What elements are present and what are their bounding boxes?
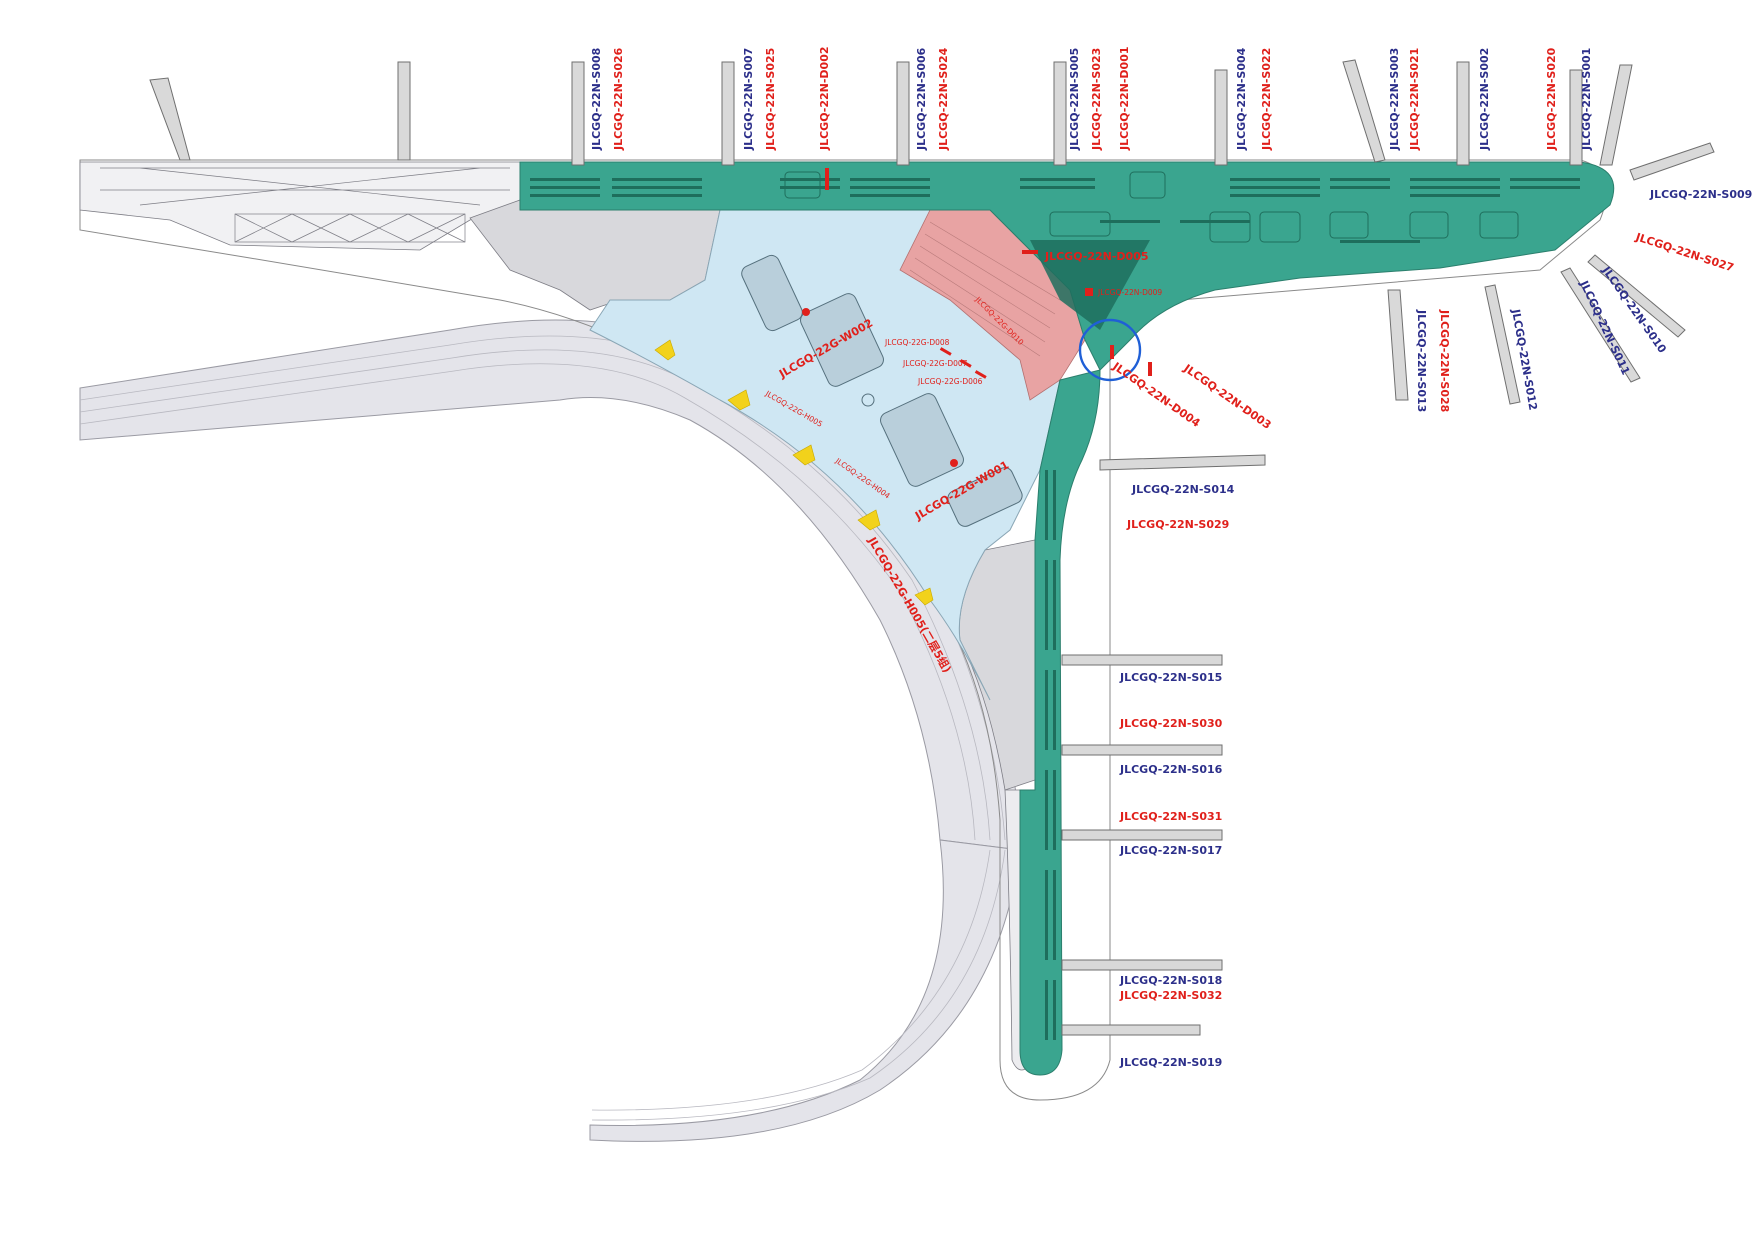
gate-label-s032: JLCGQ-22N-S032 bbox=[1119, 989, 1222, 1002]
entrance-arrow bbox=[654, 339, 676, 361]
gate-label-s025: JLCGQ-22N-S025 bbox=[764, 48, 777, 151]
north-gate-labels: JLCGQ-22N-S008 JLCGQ-22N-S026 JLCGQ-22N-… bbox=[590, 47, 1593, 152]
gate-label-s003: JLCGQ-22N-S003 bbox=[1388, 48, 1401, 151]
entrance-arrow bbox=[857, 509, 881, 531]
door-label-d005: JLCGQ-22N-D005 bbox=[1044, 250, 1149, 263]
hall-column bbox=[861, 393, 875, 407]
gate-label-s004: JLCGQ-22N-S004 bbox=[1235, 47, 1248, 151]
gate-label-s002: JLCGQ-22N-S002 bbox=[1478, 48, 1491, 151]
gate-label-s026: JLCGQ-22N-S026 bbox=[612, 47, 625, 151]
gate-label-s006: JLCGQ-22N-S006 bbox=[915, 47, 928, 151]
west-bridge-trusses bbox=[100, 167, 510, 243]
gate-label-d001: JLCGQ-22N-D001 bbox=[1118, 47, 1131, 152]
road-lanes bbox=[79, 335, 1006, 1121]
gate-label-s001: JLCGQ-22N-S001 bbox=[1580, 48, 1593, 151]
south-concourse bbox=[1019, 369, 1101, 1076]
pink-zone-ribs bbox=[909, 221, 1061, 357]
south-gate-labels: JLCGQ-22N-S014 JLCGQ-22N-S029 JLCGQ-22N-… bbox=[1119, 483, 1235, 1069]
gate-label-s014: JLCGQ-22N-S014 bbox=[1131, 483, 1235, 496]
gate-label-s027: JLCGQ-22N-S027 bbox=[1633, 230, 1735, 274]
door-label-d006: JLCGQ-22G-D006 bbox=[917, 377, 983, 386]
landside-road-lower bbox=[589, 839, 1021, 1142]
door-label-d008: JLCGQ-22G-D008 bbox=[884, 338, 950, 347]
gate-label-s009: JLCGQ-22N-S009 bbox=[1649, 188, 1752, 201]
south-seating bbox=[1045, 470, 1056, 1040]
gate-label-s022: JLCGQ-22N-S022 bbox=[1260, 48, 1273, 151]
junction-dark-zone bbox=[1030, 240, 1150, 330]
gate-label-s019: JLCGQ-22N-S019 bbox=[1119, 1056, 1222, 1069]
gate-label-s024: JLCGQ-22N-S024 bbox=[937, 47, 950, 151]
gate-label-s013: JLCGQ-22N-S013 bbox=[1415, 309, 1428, 412]
door-label-d009: JLCGQ-22N-D009 bbox=[1097, 288, 1162, 297]
gate-label-s020: JLCGQ-22N-S020 bbox=[1545, 47, 1558, 151]
gate-label-s023: JLCGQ-22N-S023 bbox=[1090, 48, 1103, 151]
gate-label-d002: JLCGQ-22N-D002 bbox=[818, 47, 831, 152]
north-kiosks bbox=[784, 171, 1519, 243]
gate-label-s007: JLCGQ-22N-S007 bbox=[742, 48, 755, 151]
entrance-arrow bbox=[914, 587, 934, 606]
gate-label-s005: JLCGQ-22N-S005 bbox=[1068, 48, 1081, 151]
entrance-arrows bbox=[654, 339, 934, 606]
red-door-markers bbox=[802, 168, 1152, 467]
door-label-d007: JLCGQ-22G-D007 bbox=[902, 359, 968, 368]
gate-label-s018: JLCGQ-22N-S018 bbox=[1119, 974, 1222, 987]
gate-label-s017: JLCGQ-22N-S017 bbox=[1119, 844, 1222, 857]
gate-label-s021: JLCGQ-22N-S021 bbox=[1408, 48, 1421, 151]
south-jet-bridges bbox=[1061, 454, 1266, 1036]
location-marker-ring bbox=[1078, 318, 1142, 382]
gate-label-s030: JLCGQ-22N-S030 bbox=[1119, 717, 1223, 730]
entrance-arrow bbox=[792, 444, 816, 466]
east-jet-bridges bbox=[1387, 142, 1715, 405]
gate-label-s015: JLCGQ-22N-S015 bbox=[1119, 671, 1222, 684]
gate-label-s016: JLCGQ-22N-S016 bbox=[1119, 763, 1223, 776]
hall-kiosks bbox=[741, 254, 1023, 527]
gate-label-s008: JLCGQ-22N-S008 bbox=[590, 48, 603, 151]
gate-label-s029: JLCGQ-22N-S029 bbox=[1126, 518, 1229, 531]
gate-label-s028: JLCGQ-22N-S028 bbox=[1438, 309, 1451, 412]
north-jet-bridges bbox=[149, 59, 1633, 166]
departure-hall bbox=[589, 209, 1061, 701]
gate-label-s031: JLCGQ-22N-S031 bbox=[1119, 810, 1222, 823]
entrance-arrow bbox=[727, 389, 751, 411]
north-seating bbox=[530, 178, 1580, 243]
